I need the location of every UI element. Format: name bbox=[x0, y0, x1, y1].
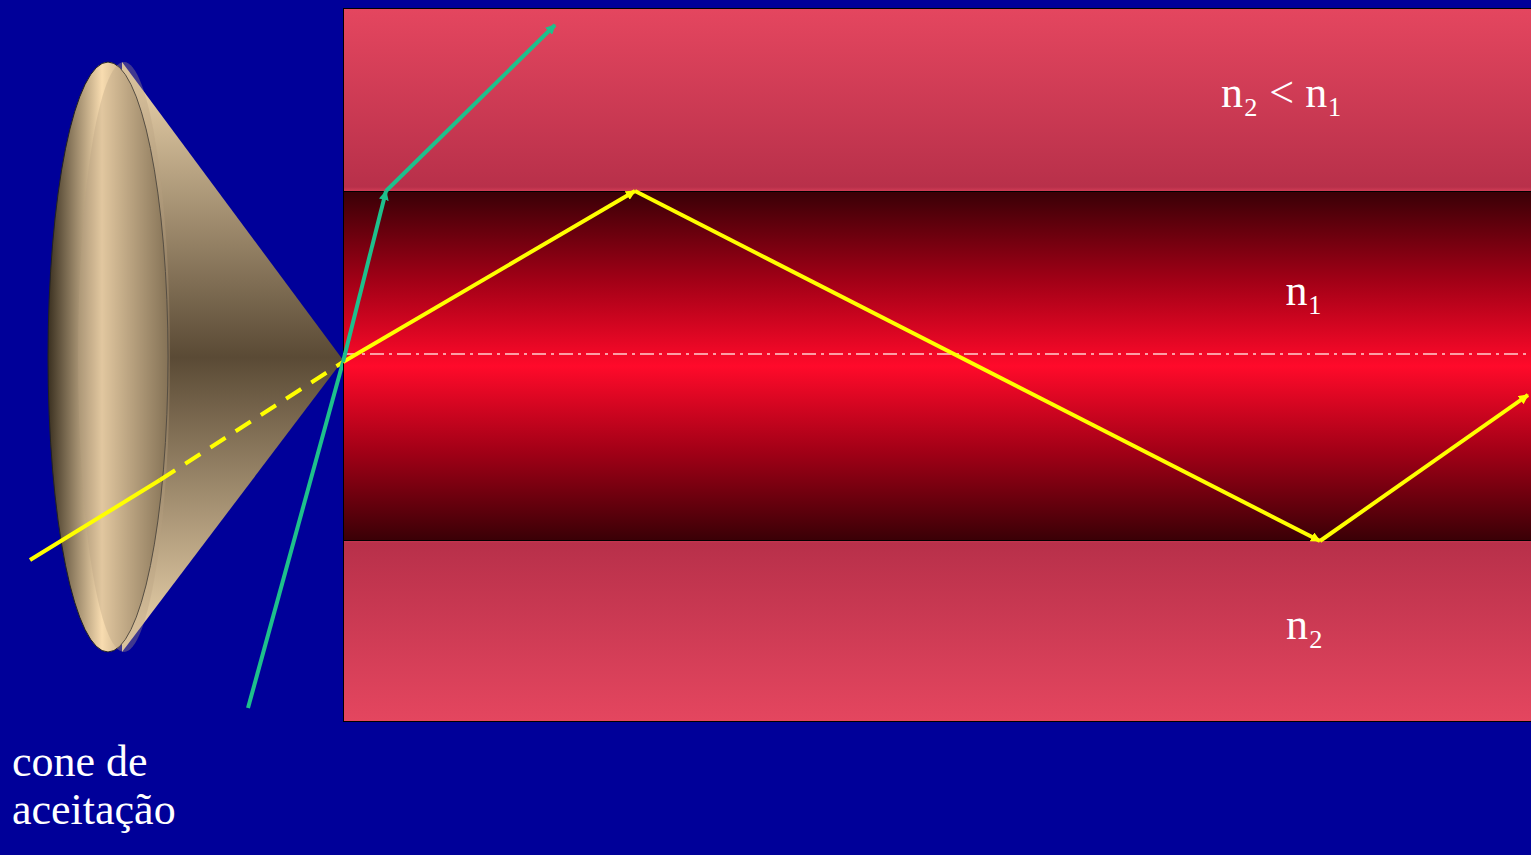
figure-caption: cone de aceitação bbox=[12, 738, 252, 835]
guided-ray bbox=[343, 191, 635, 362]
cone-base-rim bbox=[78, 62, 170, 652]
guided-ray bbox=[635, 191, 1320, 541]
core-band: n₁ bbox=[343, 191, 1531, 541]
core-index: n₁ bbox=[1286, 267, 1323, 315]
cladding-index: n₂ bbox=[1286, 601, 1323, 649]
guided-ray bbox=[1320, 395, 1528, 541]
rejected-ray bbox=[343, 191, 386, 362]
escaping-ray bbox=[386, 25, 555, 191]
rejected-ray bbox=[248, 362, 343, 708]
fiber-axis bbox=[343, 353, 1531, 355]
cladding-band: n₂ < n₁ n₂ n₁ bbox=[343, 8, 1531, 722]
index-relation: n₂ < n₁ bbox=[1221, 69, 1343, 117]
incident-ray bbox=[30, 480, 160, 560]
